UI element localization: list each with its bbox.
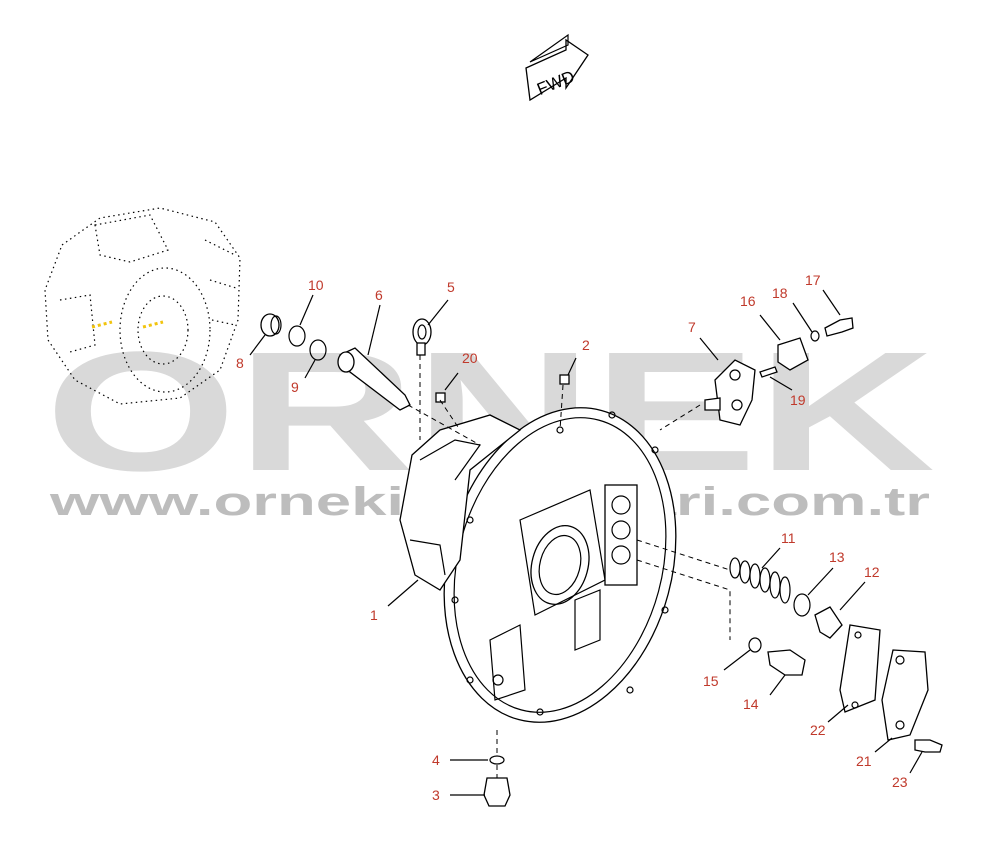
part-20-plug [435,392,446,403]
part-3-plug [483,777,511,807]
callout-12: 12 [864,564,880,580]
part-11-spring [729,557,791,604]
callout-14: 14 [743,696,759,712]
part-16-clamp [777,337,809,371]
callout-18: 18 [772,285,788,301]
assembly-guide-lines [407,355,731,778]
callout-3: 3 [432,787,440,803]
callout-labels: 1 2 3 4 5 6 7 8 9 10 11 12 13 14 15 16 1… [236,272,908,803]
part-2-plug [559,374,570,385]
part-14-plug [767,649,806,676]
part-17-bolt [824,317,854,337]
callout-13: 13 [829,549,845,565]
part-5-eyebolt [412,318,432,356]
part-12-plug [814,606,843,639]
part-9-oring [309,339,327,361]
flywheel-housing [399,407,677,723]
callout-20: 20 [462,350,478,366]
callout-leaders [249,289,923,796]
callout-17: 17 [805,272,821,288]
part-23-bolt [914,739,943,753]
callout-15: 15 [703,673,719,689]
callout-8: 8 [236,355,244,371]
part-4-oring [489,755,505,765]
part-19-pin [759,366,778,378]
callout-1: 1 [370,607,378,623]
part-21-cover [881,649,929,741]
part-8-cap [260,313,282,337]
callout-10: 10 [308,277,324,293]
callout-16: 16 [740,293,756,309]
callout-2: 2 [582,337,590,353]
part-10-oring [288,325,306,347]
callout-7: 7 [688,319,696,335]
part-7-bracket [704,359,756,426]
callout-4: 4 [432,752,440,768]
part-13-oring [793,593,811,617]
callout-11: 11 [781,530,796,546]
part-15-oring [748,637,762,653]
part-18-washer [810,330,820,342]
callout-9: 9 [291,379,299,395]
callout-21: 21 [856,753,872,769]
callout-23: 23 [892,774,908,790]
callout-22: 22 [810,722,826,738]
part-22-gasket [839,624,881,713]
callout-5: 5 [447,279,455,295]
fwd-arrow-badge: FWD [525,33,589,102]
callout-6: 6 [375,287,383,303]
part-6-shaft [337,347,411,411]
callout-19: 19 [790,392,806,408]
pump-assembly [44,207,241,405]
